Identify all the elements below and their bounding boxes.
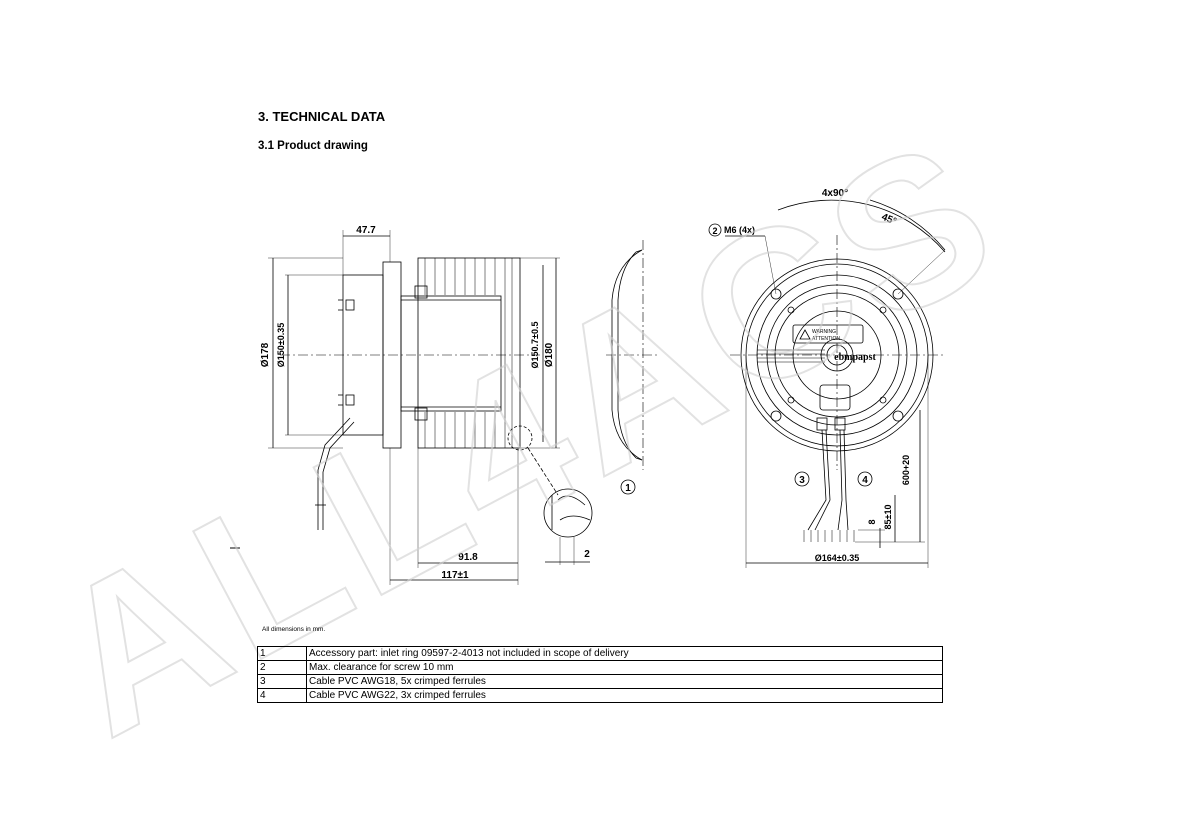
- section-heading: 3. TECHNICAL DATA: [258, 109, 386, 124]
- subsection-heading: 3.1 Product drawing: [258, 140, 368, 152]
- note-text: Accessory part: inlet ring 09597-2-4013 …: [306, 646, 943, 661]
- dim-8: 8: [867, 519, 877, 524]
- dim-180: Ø180: [544, 342, 555, 367]
- attention-text: ATTENTION: [812, 336, 840, 342]
- dimensions-note: All dimensions in mm.: [262, 626, 326, 633]
- brand-label: ebmpapst: [834, 352, 876, 363]
- callout-2: 2: [712, 226, 717, 236]
- table-row: 4 Cable PVC AWG22, 3x crimped ferrules: [257, 688, 943, 703]
- table-row: 2 Max. clearance for screw 10 mm: [257, 660, 943, 675]
- callout-4: 4: [862, 475, 868, 486]
- note-number: 3: [257, 674, 307, 689]
- note-text: Cable PVC AWG18, 5x crimped ferrules: [306, 674, 943, 689]
- label-4x90: 4x90°: [822, 188, 848, 199]
- dim-150-7: Ø150.7±0.5: [530, 322, 540, 369]
- dim-47-7: 47.7: [356, 225, 376, 236]
- callout-3: 3: [799, 475, 805, 486]
- dim-117: 117±1: [441, 570, 469, 581]
- warning-text: WARNING: [812, 329, 836, 335]
- note-text: Cable PVC AWG22, 3x crimped ferrules: [306, 688, 943, 703]
- note-number: 1: [257, 646, 307, 661]
- table-row: 3 Cable PVC AWG18, 5x crimped ferrules: [257, 674, 943, 689]
- dim-178: Ø178: [260, 342, 271, 367]
- label-45: 45°: [880, 212, 898, 228]
- note-text: Max. clearance for screw 10 mm: [306, 660, 943, 675]
- callout-1: 1: [625, 483, 631, 494]
- dim-91-8: 91.8: [458, 552, 478, 563]
- notes-table: 1 Accessory part: inlet ring 09597-2-401…: [257, 646, 943, 703]
- note-number: 2: [257, 660, 307, 675]
- note-number: 4: [257, 688, 307, 703]
- dim-85: 85±10: [883, 505, 893, 530]
- dim-600: 600+20: [901, 455, 911, 485]
- dim-164: Ø164±0.35: [815, 553, 859, 563]
- dim-2: 2: [584, 549, 590, 560]
- table-row: 1 Accessory part: inlet ring 09597-2-401…: [257, 646, 943, 661]
- dim-150: Ø150±0.35: [276, 323, 286, 367]
- label-m6: M6 (4x): [724, 225, 755, 235]
